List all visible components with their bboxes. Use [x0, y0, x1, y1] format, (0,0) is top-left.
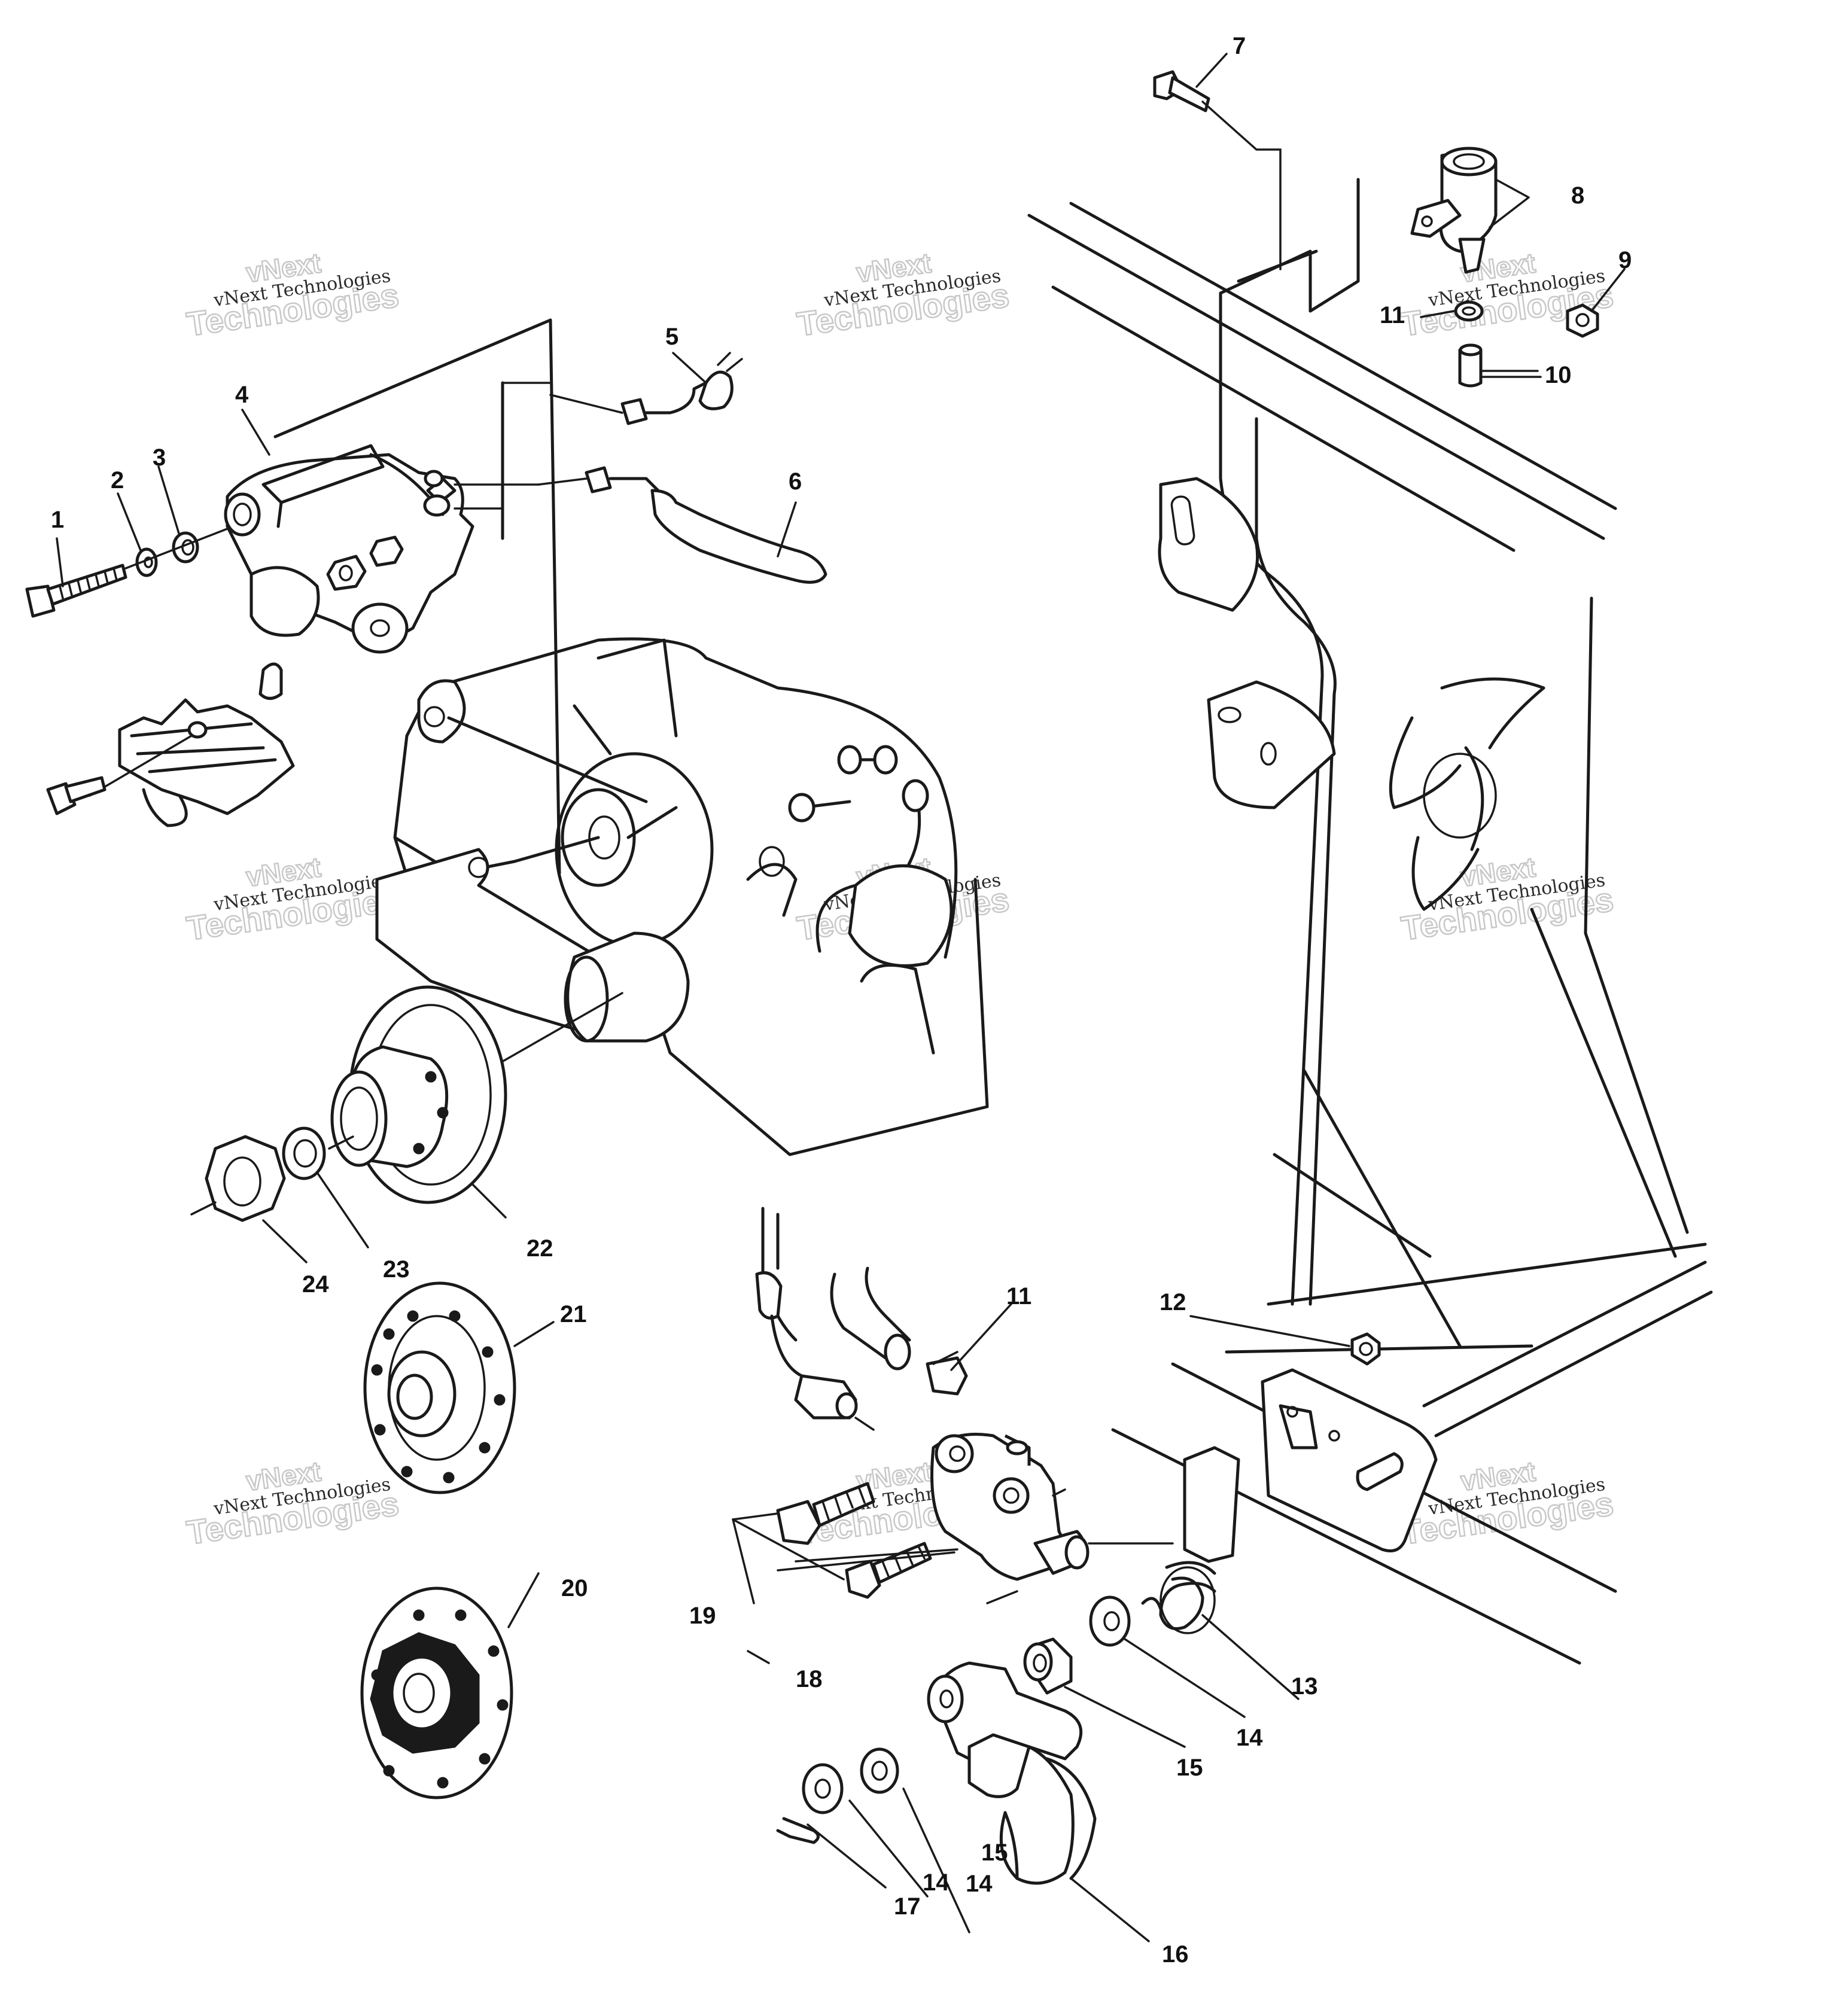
- callout-3: 3: [153, 444, 166, 471]
- callout-11-top: 11: [1380, 302, 1405, 328]
- callout-14-center: 14: [966, 1871, 993, 1897]
- callout-6: 6: [789, 468, 802, 495]
- caliper-washer: [135, 547, 158, 577]
- brake-disc-group: [190, 985, 623, 1799]
- callout-13: 13: [1291, 1673, 1318, 1700]
- callout-18: 18: [796, 1666, 823, 1692]
- reservoir-group: [1153, 70, 1599, 388]
- callout-8: 8: [1571, 182, 1584, 209]
- callout-14-right: 14: [1236, 1725, 1263, 1751]
- brake-caliper-group: [25, 382, 552, 827]
- callout-2: 2: [111, 467, 124, 494]
- gearbox-housing: [273, 318, 989, 1156]
- watermark-mid-right: vNext Technologies vNext Technologies: [1398, 851, 1617, 948]
- callout-leaders: [56, 53, 1626, 1942]
- callout-5: 5: [665, 324, 678, 350]
- callout-24: 24: [302, 1271, 329, 1298]
- cooling-fan: [1389, 677, 1545, 911]
- brake-lines: [537, 352, 827, 584]
- callout-1: 1: [51, 507, 64, 533]
- callout-20: 20: [561, 1575, 588, 1601]
- callout-10: 10: [1545, 362, 1572, 388]
- watermark-top-center: vNext Technologies vNext Technologies: [794, 246, 1012, 344]
- callout-9: 9: [1618, 247, 1632, 273]
- caliper-bolt: [25, 564, 127, 618]
- callout-17: 17: [894, 1893, 921, 1920]
- callout-22: 22: [527, 1235, 553, 1262]
- vehicle-frame: [1027, 178, 1713, 1665]
- watermark-bottom-left: vNext Technologies vNext Technologies: [184, 1455, 402, 1552]
- callout-numbers: 1 2 3 4 5 6 7 8 9 10 11 11 12 13 14 14 1…: [51, 33, 1632, 1968]
- watermark-mid-left: vNext Technologies vNext Technologies: [184, 851, 402, 948]
- callout-23: 23: [383, 1256, 410, 1283]
- callout-15-left: 15: [981, 1840, 1008, 1866]
- callout-14-left: 14: [923, 1869, 950, 1896]
- master-cylinder-group: [755, 1207, 1438, 1885]
- callout-11-bottom: 11: [1006, 1283, 1031, 1310]
- callout-15-right: 15: [1176, 1755, 1203, 1781]
- callout-19: 19: [689, 1603, 716, 1629]
- callout-12: 12: [1160, 1289, 1186, 1315]
- callout-16: 16: [1162, 1941, 1189, 1968]
- callout-21: 21: [560, 1301, 587, 1327]
- callout-4: 4: [235, 382, 249, 408]
- watermark-top-left: vNext Technologies vNext Technologies: [184, 246, 402, 344]
- caliper-spacer: [172, 531, 199, 564]
- callout-7: 7: [1233, 33, 1246, 59]
